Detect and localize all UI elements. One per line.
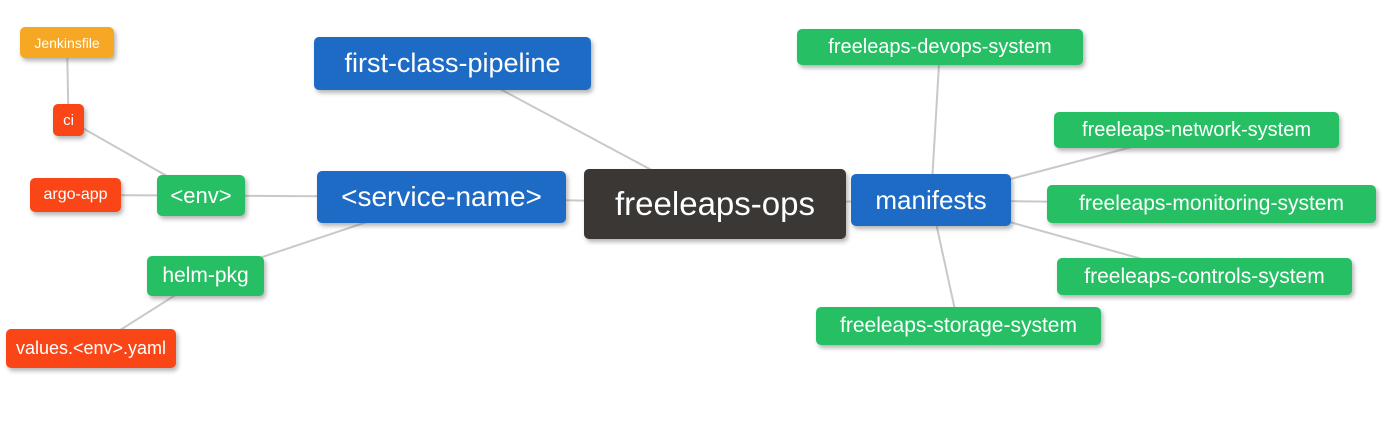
node-freeleaps-monitoring-system[interactable]: freeleaps-monitoring-system xyxy=(1047,185,1376,223)
node-freeleaps-network-system[interactable]: freeleaps-network-system xyxy=(1054,112,1339,148)
node-env[interactable]: <env> xyxy=(157,175,245,216)
node-freeleaps-controls-system[interactable]: freeleaps-controls-system xyxy=(1057,258,1352,295)
node-values-env-yaml[interactable]: values.<env>.yaml xyxy=(6,329,176,368)
node-ci[interactable]: ci xyxy=(53,104,84,136)
node-freeleaps-devops-system[interactable]: freeleaps-devops-system xyxy=(797,29,1083,65)
node-freeleaps-storage-system[interactable]: freeleaps-storage-system xyxy=(816,307,1101,345)
node-jenkinsfile[interactable]: Jenkinsfile xyxy=(20,27,114,58)
node-helm-pkg[interactable]: helm-pkg xyxy=(147,256,264,296)
node-first-class-pipeline[interactable]: first-class-pipeline xyxy=(314,37,591,90)
node-argo-app[interactable]: argo-app xyxy=(30,178,121,212)
node-manifests[interactable]: manifests xyxy=(851,174,1011,226)
node-service-name[interactable]: <service-name> xyxy=(317,171,566,223)
node-freeleaps-ops[interactable]: freeleaps-ops xyxy=(584,169,846,239)
